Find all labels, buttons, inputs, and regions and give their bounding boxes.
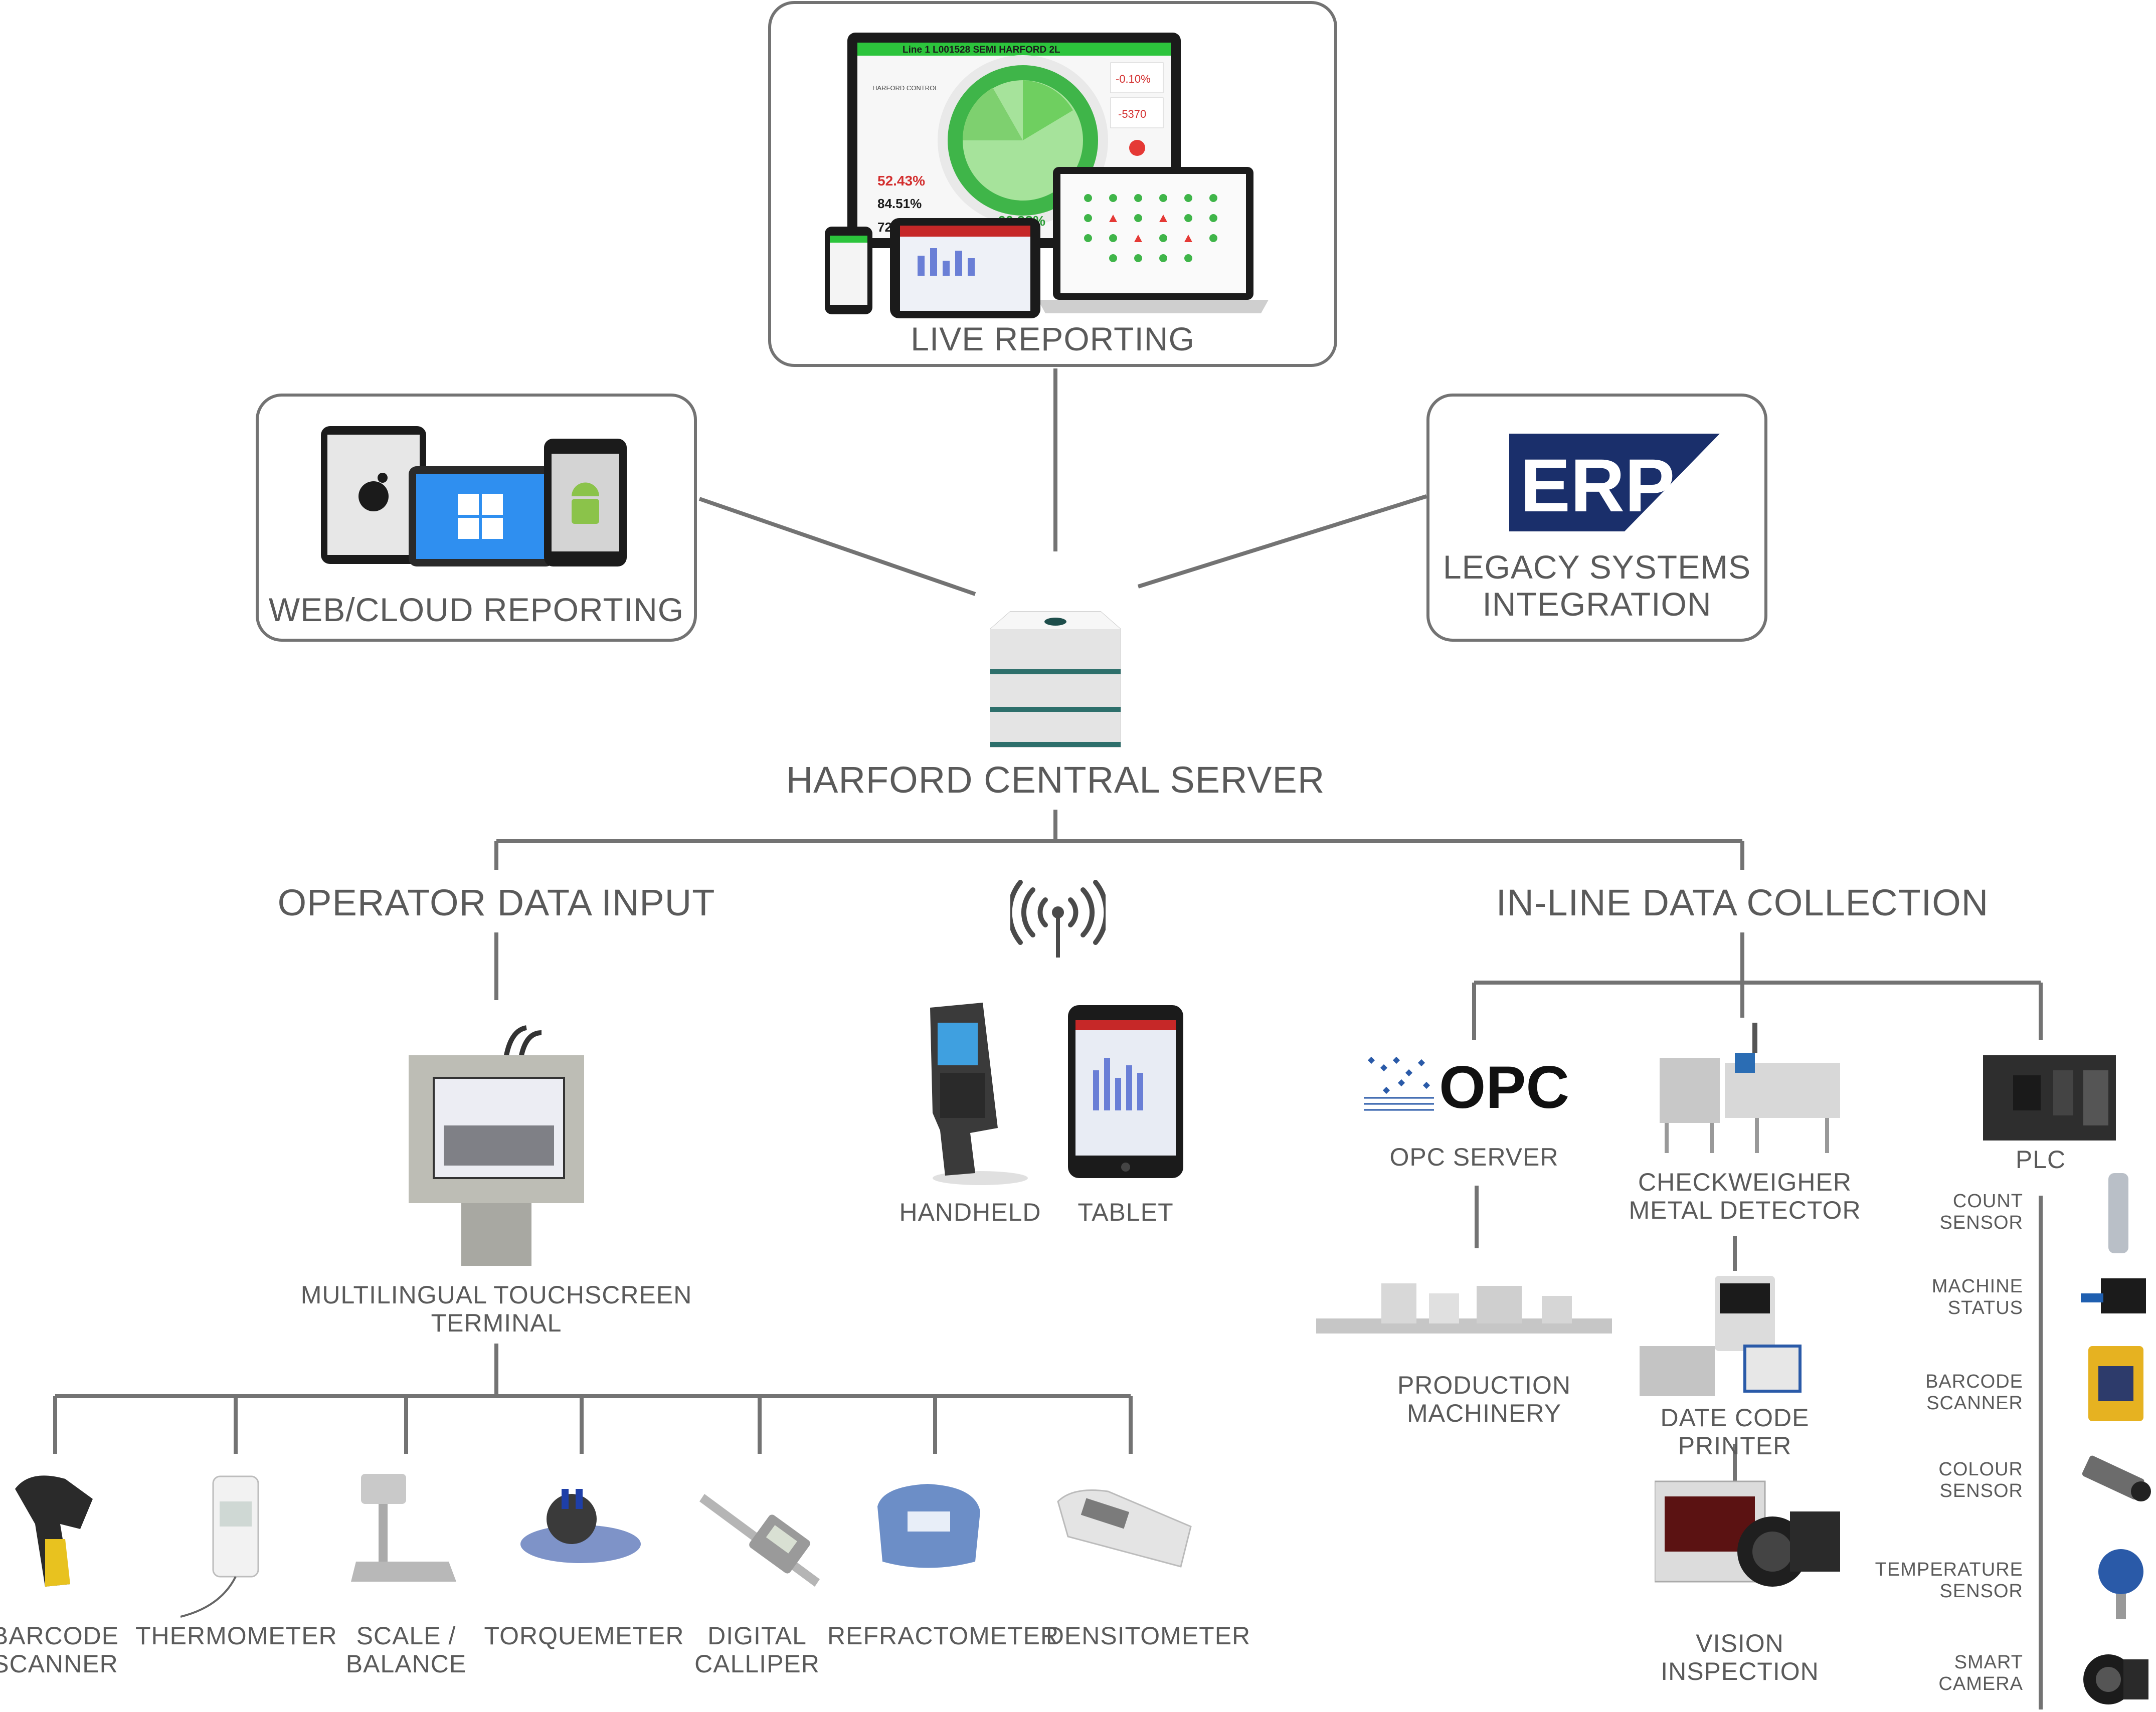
erp-logo-text: ERP bbox=[1520, 443, 1675, 527]
apple-icon bbox=[358, 473, 389, 511]
terminal-label: MULTILINGUAL TOUCHSCREEN TERMINAL bbox=[300, 1281, 692, 1337]
count-sensor-image bbox=[2108, 1173, 2128, 1253]
handheld-image bbox=[930, 1003, 1028, 1185]
web-cloud-label: WEB/CLOUD REPORTING bbox=[268, 591, 684, 628]
handheld-label: HANDHELD bbox=[899, 1198, 1041, 1226]
production-label-line2: MACHINERY bbox=[1406, 1399, 1562, 1427]
date-code-label: DATE CODE PRINTER bbox=[1660, 1404, 1810, 1460]
operator-device-label-3: SCALE / BALANCE bbox=[341, 1622, 471, 1678]
sensor-label-line: MACHINE bbox=[1931, 1276, 2023, 1297]
sensor-label-line: SENSOR bbox=[1939, 1480, 2023, 1501]
screen-oee-week: 52.43% bbox=[877, 173, 925, 188]
legacy-label: LEGACY SYSTEMS INTEGRATION bbox=[1426, 548, 1767, 623]
sensor-label-line: SMART bbox=[1954, 1652, 2023, 1673]
device-label-line: BALANCE bbox=[345, 1650, 467, 1678]
sensor-label-2: MACHINE STATUS bbox=[1850, 1276, 2023, 1318]
thermometer-image bbox=[180, 1475, 259, 1618]
opc-logo: OPC bbox=[1364, 1054, 1569, 1118]
vision-inspection-image bbox=[1655, 1480, 1840, 1587]
android-icon bbox=[572, 482, 599, 524]
device-label-line: THERMOMETER bbox=[135, 1622, 337, 1650]
sensor-label-6: SMART CAMERA bbox=[1850, 1652, 2023, 1694]
sensor-label-line: TEMPERATURE bbox=[1875, 1559, 2023, 1580]
operator-device-label-5: DIGITAL CALLIPER bbox=[692, 1622, 822, 1678]
legacy-label-line1: LEGACY SYSTEMS bbox=[1443, 548, 1751, 586]
tablet-label: TABLET bbox=[1077, 1198, 1174, 1226]
screen-performance: 72 bbox=[877, 220, 892, 235]
sensor-label-line: COUNT bbox=[1952, 1191, 2023, 1212]
touchscreen-terminal-image bbox=[409, 1025, 584, 1266]
densitometer-image bbox=[1057, 1489, 1192, 1568]
operator-device-label-2: THERMOMETER bbox=[135, 1622, 337, 1650]
machine-status-image bbox=[2081, 1278, 2146, 1313]
production-label: PRODUCTION MACHINERY bbox=[1359, 1371, 1609, 1427]
date-code-printer-image bbox=[1640, 1276, 1802, 1396]
barcode-sensor-image bbox=[2088, 1346, 2143, 1421]
sensor-label-1: COUNT SENSOR bbox=[1850, 1191, 2023, 1233]
operator-device-label-7: DENSITOMETER bbox=[1043, 1622, 1253, 1650]
device-label-line: BARCODE bbox=[0, 1622, 119, 1650]
device-label-line: SCANNER bbox=[0, 1650, 118, 1678]
sensor-label-line: CAMERA bbox=[1938, 1673, 2023, 1694]
operator-device-label-4: TORQUEMETER bbox=[481, 1622, 687, 1650]
device-label-line: REFRACTOMETER bbox=[827, 1622, 1059, 1650]
sensor-label-line: COLOUR bbox=[1938, 1459, 2023, 1480]
checkweigher-label: CHECKWEIGHER METAL DETECTOR bbox=[1625, 1168, 1865, 1224]
smart-camera-image bbox=[2083, 1654, 2148, 1704]
server-icon bbox=[990, 611, 1121, 747]
web-cloud-devices-image bbox=[321, 426, 627, 566]
temperature-sensor-image bbox=[2098, 1549, 2143, 1619]
checkweigher-image bbox=[1660, 1023, 1840, 1153]
live-reporting-label: LIVE REPORTING bbox=[911, 320, 1195, 357]
colour-sensor-image bbox=[2082, 1455, 2151, 1501]
sensor-label-line: BARCODE bbox=[1925, 1371, 2023, 1392]
plc-image bbox=[1983, 1055, 2116, 1140]
opc-logo-text: OPC bbox=[1439, 1054, 1569, 1118]
live-reporting-devices-image: Line 1 L001528 SEMI HARFORD 2L HARFORD C… bbox=[825, 33, 1269, 318]
wireless-icon bbox=[1010, 880, 1106, 958]
production-label-line1: PRODUCTION bbox=[1397, 1371, 1571, 1399]
barcode-scanner-image bbox=[15, 1475, 93, 1587]
sensor-label-5: TEMPERATURE SENSOR bbox=[1850, 1559, 2023, 1602]
server-label: HARFORD CENTRAL SERVER bbox=[786, 759, 1325, 801]
refractometer-image bbox=[877, 1484, 980, 1568]
device-label-line: SCALE / bbox=[356, 1622, 456, 1650]
device-label-line: TORQUEMETER bbox=[484, 1622, 684, 1650]
operator-title: OPERATOR DATA INPUT bbox=[277, 882, 715, 923]
device-label-line: CALLIPER bbox=[694, 1650, 820, 1678]
legacy-label-line2: INTEGRATION bbox=[1482, 585, 1712, 623]
windows-icon bbox=[458, 494, 503, 539]
checkweigher-label-line2: METAL DETECTOR bbox=[1629, 1196, 1861, 1224]
checkweigher-label-line1: CHECKWEIGHER bbox=[1638, 1168, 1852, 1196]
device-label-line: DENSITOMETER bbox=[1045, 1622, 1251, 1650]
scale-balance-image bbox=[351, 1474, 456, 1582]
screen-brand-text: HARFORD CONTROL bbox=[872, 84, 938, 92]
plc-label: PLC bbox=[2015, 1146, 2066, 1174]
operator-device-label-1: BARCODE SCANNER bbox=[0, 1622, 120, 1678]
vision-label: VISION INSPECTION bbox=[1661, 1629, 1819, 1685]
sensor-label-line: STATUS bbox=[1947, 1297, 2023, 1318]
erp-logo: ERP bbox=[1509, 434, 1720, 531]
operator-device-label-6: REFRACTOMETER bbox=[827, 1622, 1059, 1650]
sensor-label-line: SENSOR bbox=[1939, 1212, 2023, 1233]
screen-availability: 84.51% bbox=[877, 196, 922, 211]
inline-title: IN-LINE DATA COLLECTION bbox=[1496, 882, 1989, 923]
screen-header-text: Line 1 L001528 SEMI HARFORD 2L bbox=[903, 45, 1060, 55]
opc-server-label: OPC SERVER bbox=[1389, 1143, 1559, 1171]
digital-calliper-image bbox=[699, 1494, 820, 1587]
torquemeter-image bbox=[520, 1489, 641, 1563]
sensor-label-line: SENSOR bbox=[1939, 1580, 2023, 1602]
production-machinery-image bbox=[1316, 1283, 1612, 1334]
sensor-label-line: SCANNER bbox=[1926, 1392, 2023, 1414]
screen-stat1: -0.10% bbox=[1116, 73, 1151, 85]
sensor-label-3: BARCODE SCANNER bbox=[1850, 1371, 2023, 1414]
screen-stat2: -5370 bbox=[1118, 108, 1146, 120]
sensor-label-4: COLOUR SENSOR bbox=[1850, 1459, 2023, 1501]
tablet-image bbox=[1068, 1005, 1183, 1178]
device-label-line: DIGITAL bbox=[707, 1622, 807, 1650]
